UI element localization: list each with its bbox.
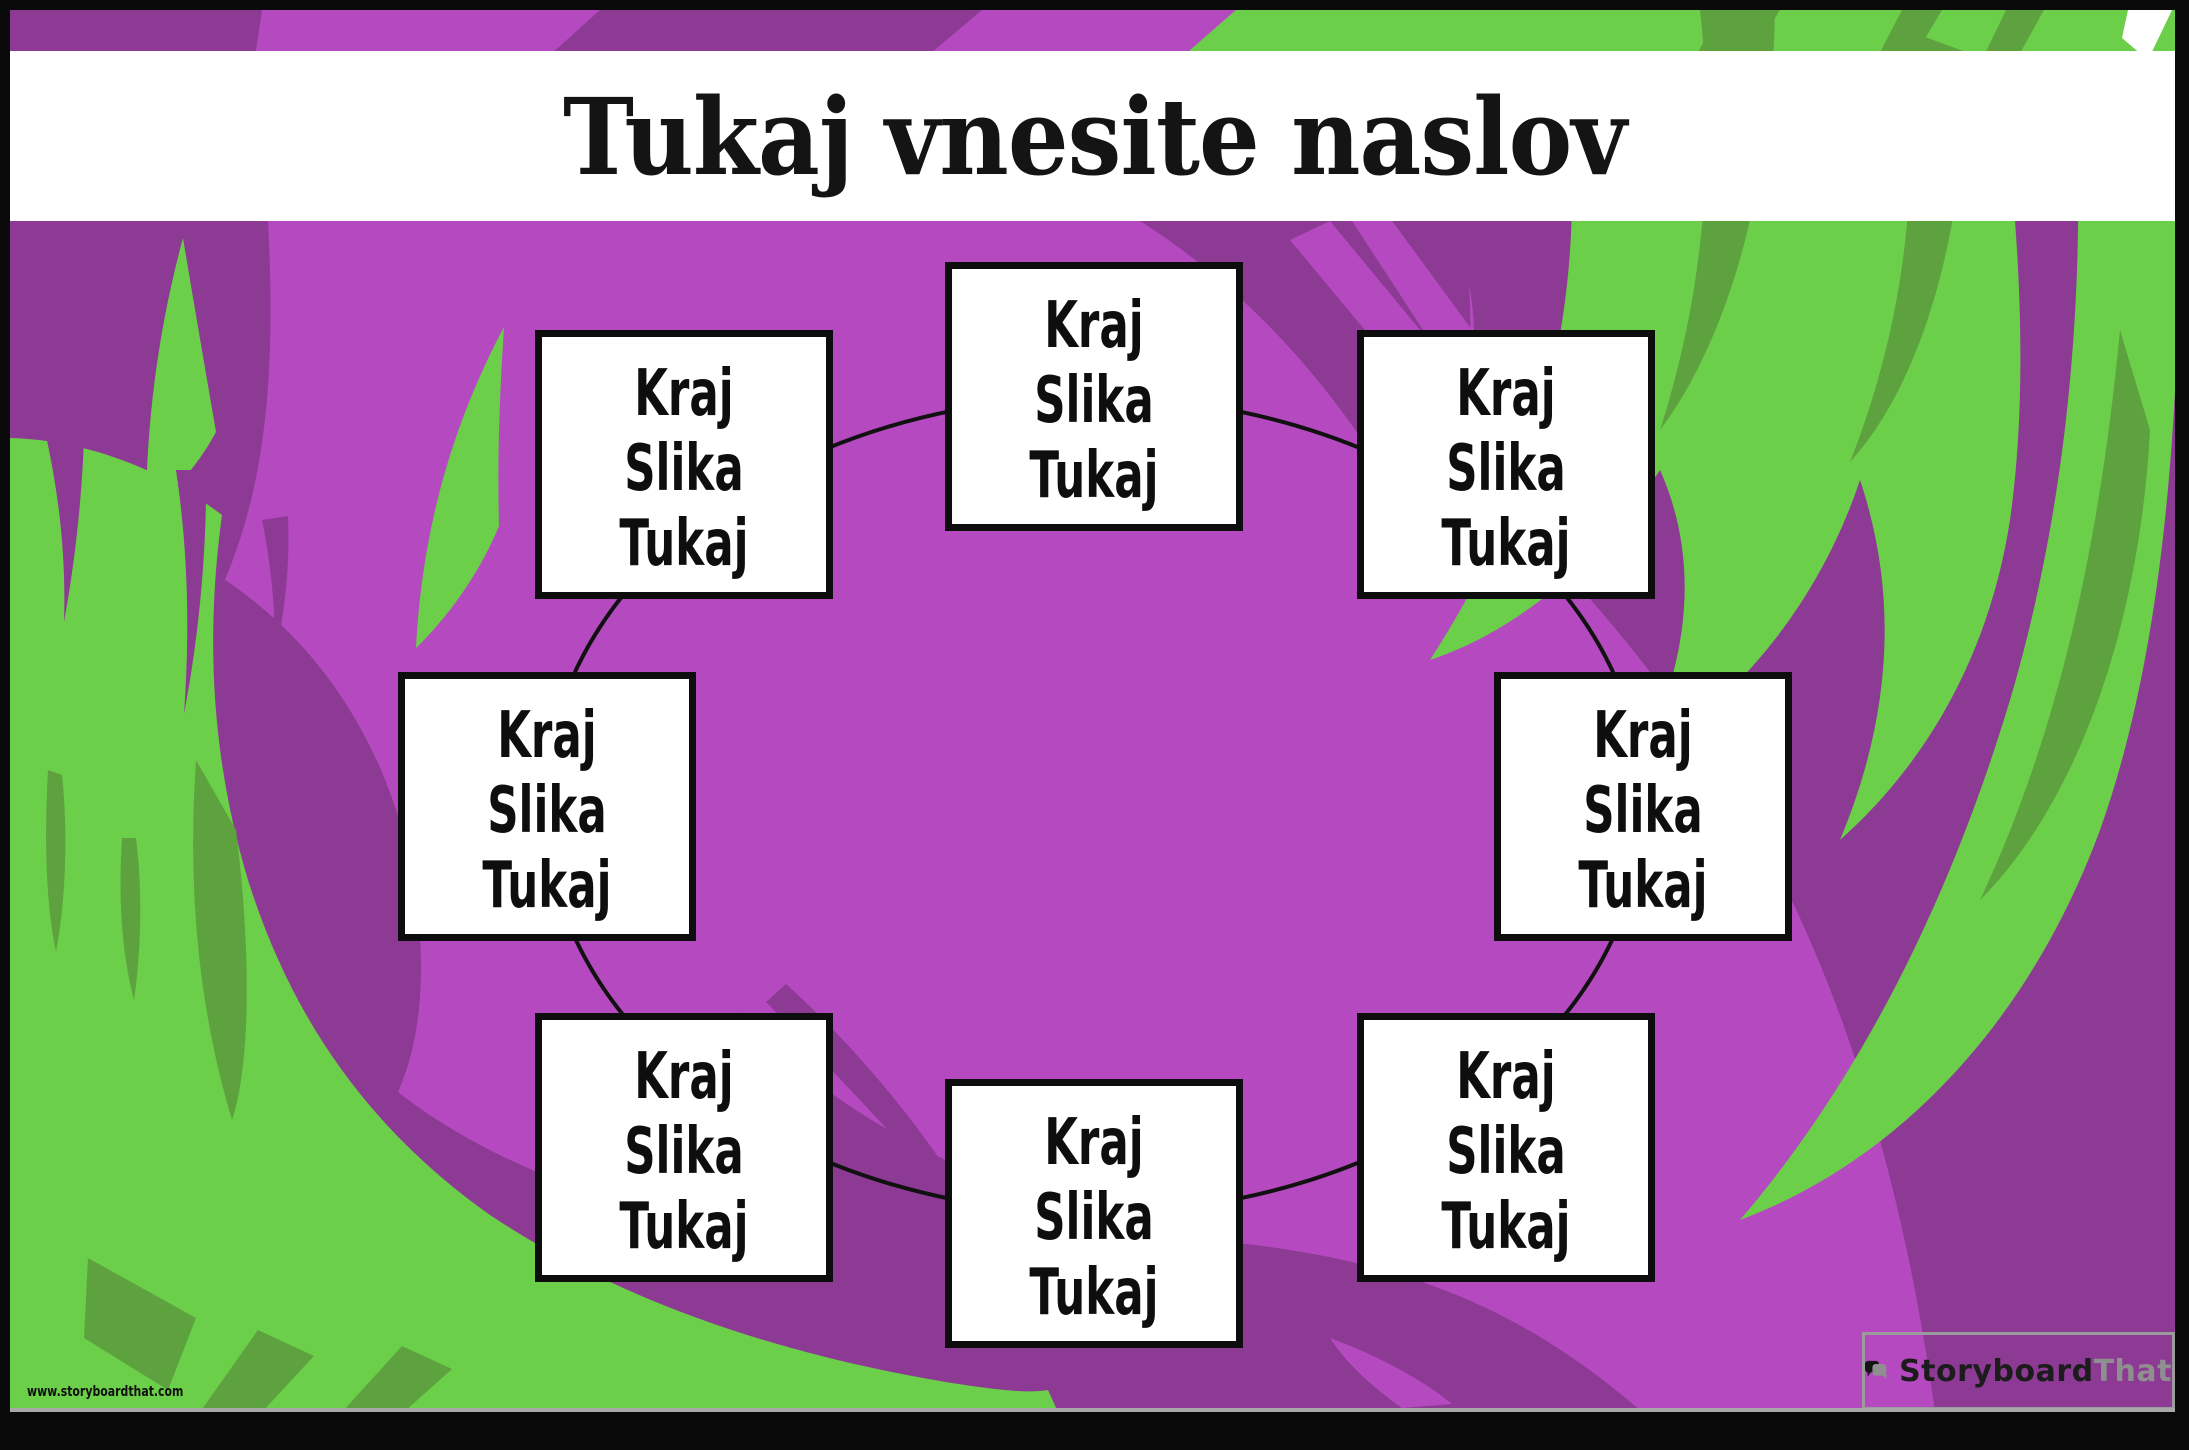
image-placeholder-mid-right[interactable]: Kraj Slika Tukaj <box>1494 672 1792 941</box>
white-sliver <box>2122 10 2172 60</box>
placeholder-label: Kraj Slika Tukaj <box>619 1040 749 1264</box>
image-placeholder-bottom-right[interactable]: Kraj Slika Tukaj <box>1357 1013 1655 1282</box>
frame-left <box>0 0 10 1450</box>
speech-bubbles-icon <box>1865 1360 1887 1380</box>
placeholder-label: Kraj Slika Tukaj <box>1029 289 1159 513</box>
storyboardthat-logo: StoryboardThat <box>1862 1332 2175 1410</box>
placeholder-label: Kraj Slika Tukaj <box>1029 1106 1159 1330</box>
frame-top <box>0 0 2189 10</box>
logo-wordmark: StoryboardThat <box>1899 1353 2172 1389</box>
image-placeholder-bottom-left[interactable]: Kraj Slika Tukaj <box>535 1013 833 1282</box>
placeholder-label: Kraj Slika Tukaj <box>1578 699 1708 923</box>
bottom-hairline <box>0 1408 2189 1412</box>
image-placeholder-bottom-center[interactable]: Kraj Slika Tukaj <box>945 1079 1243 1348</box>
placeholder-label: Kraj Slika Tukaj <box>482 699 612 923</box>
frame-bottom <box>0 1412 2189 1450</box>
image-placeholder-top-center[interactable]: Kraj Slika Tukaj <box>945 262 1243 531</box>
bright-purple-accents <box>1290 221 1478 1408</box>
poster-title[interactable]: Tukaj vnesite naslov <box>563 73 1627 199</box>
image-placeholder-mid-left[interactable]: Kraj Slika Tukaj <box>398 672 696 941</box>
title-banner: Tukaj vnesite naslov <box>10 51 2179 221</box>
placeholder-label: Kraj Slika Tukaj <box>619 357 749 581</box>
image-placeholder-top-left[interactable]: Kraj Slika Tukaj <box>535 330 833 599</box>
placeholder-label: Kraj Slika Tukaj <box>1441 1040 1571 1264</box>
image-placeholder-top-right[interactable]: Kraj Slika Tukaj <box>1357 330 1655 599</box>
frame-right <box>2175 0 2189 1450</box>
placeholder-label: Kraj Slika Tukaj <box>1441 357 1571 581</box>
purple-blades-on-green <box>46 436 289 714</box>
website-url: www.storyboardthat.com <box>27 1384 184 1400</box>
